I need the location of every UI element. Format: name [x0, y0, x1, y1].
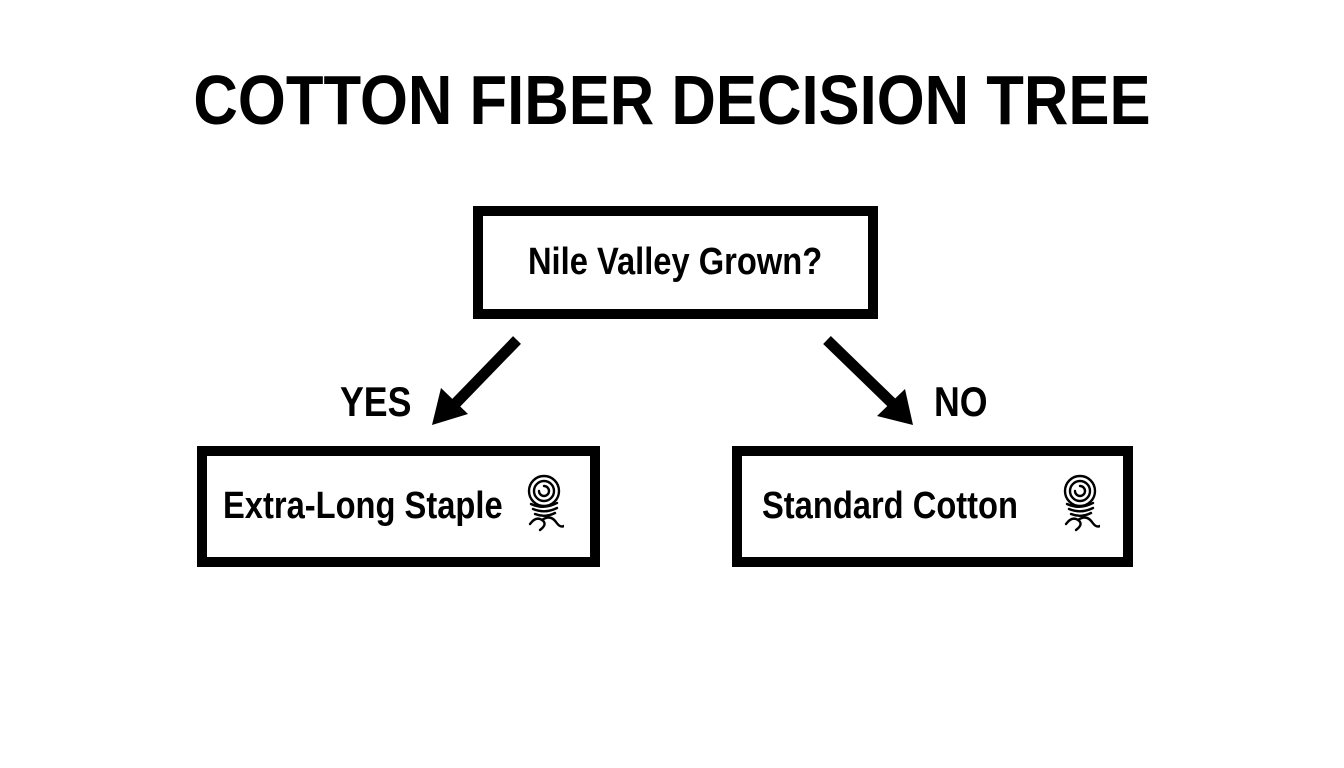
no-arrow-icon — [823, 336, 913, 425]
root-question-node: Nile Valley Grown? — [473, 206, 878, 319]
diagram-title: COTTON FIBER DECISION TREE — [193, 61, 1151, 139]
cotton-fiber-spiral-icon — [527, 474, 564, 532]
yes-branch-label: YES — [340, 378, 412, 425]
extra-long-staple-label: Extra-Long Staple — [223, 485, 503, 527]
standard-cotton-label: Standard Cotton — [762, 485, 1018, 527]
root-question-label: Nile Valley Grown? — [528, 241, 823, 283]
standard-cotton-node: Standard Cotton — [732, 446, 1133, 567]
cotton-fiber-spiral-icon — [1063, 474, 1100, 532]
yes-arrow-icon — [432, 336, 521, 425]
extra-long-staple-node: Extra-Long Staple — [197, 446, 600, 567]
no-branch-label: NO — [934, 378, 988, 425]
